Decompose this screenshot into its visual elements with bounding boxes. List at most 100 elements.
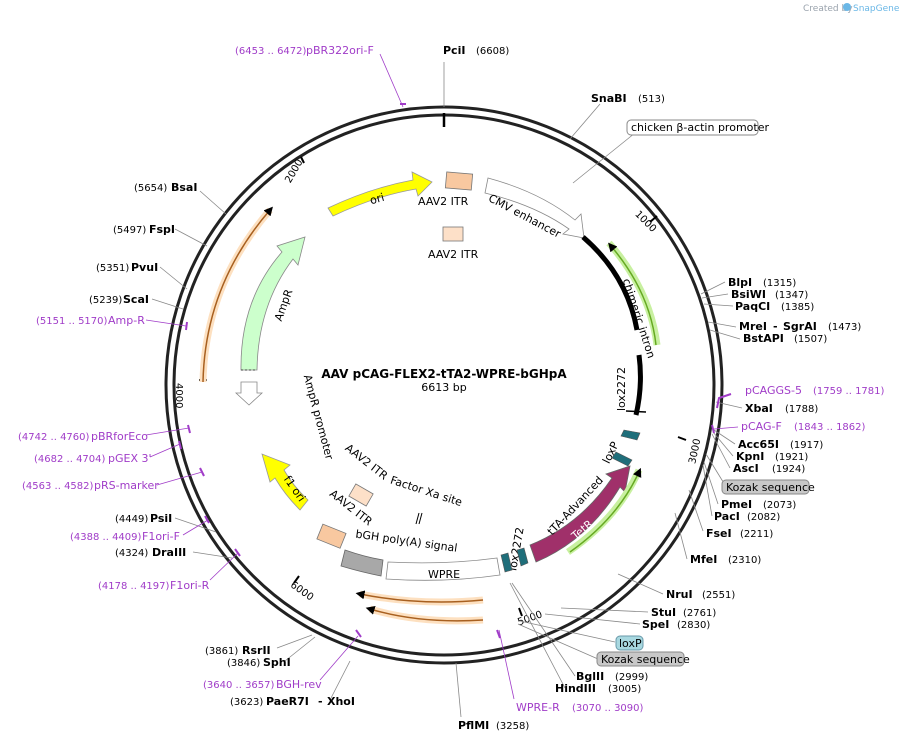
feature-lox2272-bottom[interactable]: lox2272 bbox=[500, 526, 529, 573]
tick-mark-1000 bbox=[649, 215, 658, 223]
feature-ori[interactable]: ori bbox=[327, 171, 433, 217]
svg-text:Created by: Created by bbox=[803, 4, 853, 14]
site-pvui-name: PvuI bbox=[131, 261, 158, 274]
site-acc65i[interactable]: Acc65I (1917) bbox=[738, 438, 823, 451]
feature-lox2272-right[interactable]: lox2272 bbox=[615, 367, 641, 441]
tick-label-6000: 2000 bbox=[283, 158, 305, 186]
site-draiii[interactable]: (4324) DraIII bbox=[115, 546, 186, 559]
site-pmei-name: PmeI bbox=[721, 498, 752, 511]
feature-ampr[interactable]: AmpR bbox=[240, 236, 306, 371]
site-xbai-pos: (1788) bbox=[785, 404, 818, 415]
site-xhoi-name: XhoI bbox=[327, 695, 355, 708]
tick-mark-2000 bbox=[677, 436, 687, 441]
site-scai[interactable]: (5239) ScaI bbox=[89, 293, 149, 306]
feature-loxp[interactable]: loxP bbox=[600, 439, 633, 467]
site-paqci-name: PaqCI bbox=[735, 300, 770, 313]
primer-amp-r-leader bbox=[145, 319, 187, 327]
spei-leader bbox=[544, 613, 641, 625]
snapgene-logo-icon bbox=[843, 3, 851, 11]
site-sphi-pos: (3846) bbox=[227, 658, 260, 669]
site-pvui[interactable]: (5351) PvuI bbox=[96, 261, 158, 274]
site-spei[interactable]: SpeI (2830) bbox=[642, 618, 710, 631]
feature-f1-ori[interactable]: f1 ori bbox=[261, 453, 309, 511]
site-pflmi-pos: (3258) bbox=[496, 721, 529, 732]
primer-pcagf-range: (1843 .. 1862) bbox=[794, 422, 866, 433]
site-xbai[interactable]: XbaI (1788) bbox=[745, 402, 818, 415]
primer-pcagf[interactable]: pCAG-F (1843 .. 1862) bbox=[711, 420, 866, 434]
left-site-leaders bbox=[151, 190, 351, 701]
primer-amp-r[interactable]: (5151 .. 5170) Amp-R bbox=[36, 314, 188, 331]
site-nrui[interactable]: NruI (2551) bbox=[666, 588, 735, 601]
tta-green-arrow bbox=[569, 467, 642, 553]
primer-amp-r-mark bbox=[185, 321, 188, 331]
loxp-box[interactable]: loxP bbox=[615, 635, 644, 651]
site-psii-name: PsiI bbox=[150, 512, 172, 525]
primer-pgex3[interactable]: (4682 .. 4704) pGEX 3' bbox=[34, 440, 182, 465]
snapgene-credit: Created by SnapGene bbox=[803, 3, 900, 14]
site-acc65i-name: Acc65I bbox=[738, 438, 779, 451]
site-paqci[interactable]: PaqCI (1385) bbox=[735, 300, 814, 313]
kozak-bottom-box[interactable]: Kozak sequence bbox=[596, 651, 690, 667]
site-bstapi[interactable]: BstAPI (1507) bbox=[743, 332, 827, 345]
black-segment-end bbox=[625, 410, 647, 413]
loxp-label: loxP bbox=[600, 439, 622, 465]
site-pflmi[interactable]: PflMI (3258) bbox=[458, 719, 529, 732]
primer-wpre-r[interactable]: WPRE-R (3070 .. 3090) bbox=[496, 629, 644, 714]
kozak-right-leader bbox=[705, 453, 726, 486]
feature-aav2-itr-bottom2[interactable]: AAV2 ITR bbox=[343, 441, 391, 507]
site-kpni[interactable]: KpnI (1921) bbox=[736, 450, 808, 463]
snapgene-logo-text: SnapGene bbox=[853, 4, 900, 14]
primer-pbr322ori-f[interactable]: (6453 .. 6472) pBR322ori-F bbox=[235, 44, 406, 108]
site-pmei[interactable]: PmeI (2073) bbox=[721, 498, 796, 511]
site-rsrii[interactable]: (3861) RsrII bbox=[205, 644, 271, 657]
primer-f1ori-r[interactable]: (4178 .. 4197) F1ori-R bbox=[98, 548, 241, 592]
site-bsai[interactable]: (5654) BsaI bbox=[134, 181, 197, 194]
site-pcii[interactable]: PciI (6608) bbox=[443, 44, 509, 57]
site-bsai-name: BsaI bbox=[171, 181, 197, 194]
site-bstapi-name: BstAPI bbox=[743, 332, 784, 345]
feature-aav2-itr-inner[interactable]: AAV2 ITR bbox=[428, 226, 479, 261]
orange-arc-bottom2-arrow bbox=[365, 605, 484, 622]
feature-aav2-itr-top[interactable]: AAV2 ITR bbox=[418, 171, 474, 208]
paci-leader bbox=[702, 464, 713, 517]
site-sphi[interactable]: (3846) SphI bbox=[227, 656, 291, 669]
site-fsei[interactable]: FseI (2211) bbox=[706, 527, 773, 540]
primer-pbrforeco[interactable]: (4742 .. 4760) pBRforEco bbox=[18, 424, 191, 443]
site-scai-name: ScaI bbox=[123, 293, 149, 306]
primer-pcaggs5[interactable]: pCAGGS-5 (1759 .. 1781) bbox=[716, 384, 885, 409]
site-mrei-sgrai[interactable]: MreI - SgrAI (1473) bbox=[739, 320, 861, 333]
primer-wpre-r-leader bbox=[498, 629, 515, 700]
primer-prs-marker[interactable]: (4563 .. 4582) pRS-marker bbox=[22, 467, 205, 492]
site-mfei[interactable]: MfeI (2310) bbox=[690, 553, 761, 566]
site-fspi[interactable]: (5497) FspI bbox=[113, 223, 175, 236]
site-psii[interactable]: (4449) PsiI bbox=[115, 512, 172, 525]
site-snabi-pos: (513) bbox=[638, 94, 665, 105]
site-bglii[interactable]: BglII (2999) bbox=[576, 670, 648, 683]
site-blpi[interactable]: BlpI (1315) bbox=[728, 276, 796, 289]
site-paci[interactable]: PacI (2082) bbox=[714, 510, 780, 523]
site-paer7i-xhoi[interactable]: (3623) PaeR7I - XhoI bbox=[230, 695, 355, 708]
site-draiii-name: DraIII bbox=[152, 546, 186, 559]
feature-cmv-enhancer[interactable]: CMV enhancer bbox=[484, 177, 585, 241]
site-snabi[interactable]: SnaBI (513) bbox=[591, 92, 665, 105]
primer-pgex3-leader bbox=[149, 443, 181, 458]
aav2-itr-bottom-box bbox=[316, 523, 347, 549]
primer-wpre-r-name: WPRE-R bbox=[516, 701, 560, 714]
chicken-actin-promoter-box[interactable]: chicken β-actin promoter bbox=[626, 119, 769, 136]
site-bsiwi[interactable]: BsiWI (1347) bbox=[731, 288, 808, 301]
feature-factor-xa[interactable]: Factor Xa site bbox=[389, 474, 464, 525]
bsai-leader bbox=[199, 190, 227, 215]
site-asci[interactable]: AscI (1924) bbox=[733, 462, 805, 475]
tick-mark-4000 bbox=[293, 575, 300, 584]
site-stui[interactable]: StuI (2761) bbox=[651, 606, 716, 619]
site-hindiii[interactable]: HindIII (3005) bbox=[555, 682, 641, 695]
primer-f1ori-f[interactable]: (4388 .. 4409) F1ori-F bbox=[70, 515, 210, 543]
site-bglii-pos: (2999) bbox=[615, 672, 648, 683]
kozak-right-box[interactable]: Kozak sequence bbox=[721, 479, 815, 495]
site-stui-pos: (2761) bbox=[683, 608, 716, 619]
feature-chimeric-intron[interactable]: chimeric intron bbox=[606, 240, 661, 360]
site-spei-name: SpeI bbox=[642, 618, 669, 631]
feature-wpre[interactable]: WPRE bbox=[385, 557, 501, 581]
primer-bgh-rev[interactable]: (3640 .. 3657) BGH-rev bbox=[203, 629, 362, 691]
feature-ampr-promoter[interactable]: AmpR promoter bbox=[234, 369, 336, 461]
